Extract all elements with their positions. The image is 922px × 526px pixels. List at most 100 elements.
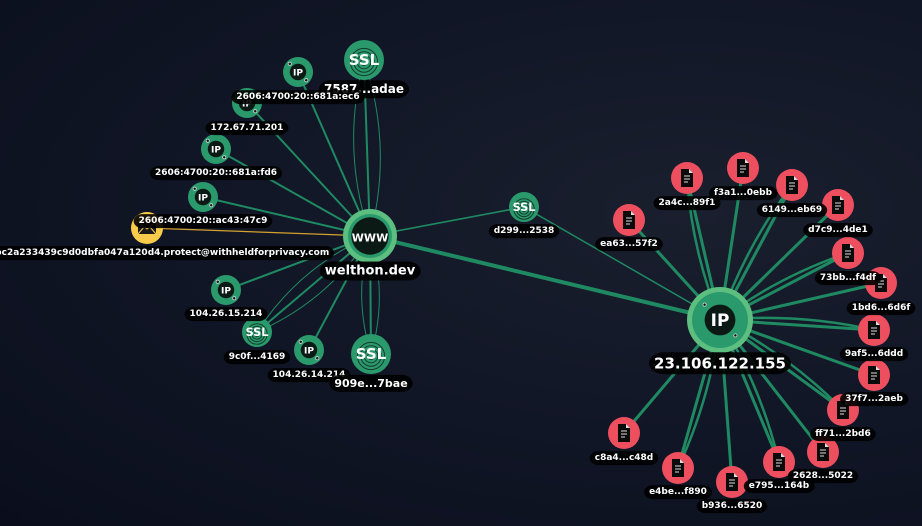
node-file[interactable] [807, 436, 839, 468]
node-label: welthon.dev [319, 261, 421, 281]
node-glyph: IP [221, 286, 231, 296]
node-label-text: f3a1...0ebb [714, 188, 773, 198]
node-label-text: 37f7...2aeb [845, 394, 903, 404]
ip-icon: IP [215, 279, 237, 301]
node-ssl[interactable]: SSL [509, 192, 539, 222]
node-ssl[interactable]: SSL [351, 334, 391, 374]
ip-icon: IP [192, 186, 214, 208]
node-label-text: ea63...57f2 [600, 239, 658, 249]
node-label-bg [696, 499, 768, 514]
node-circle[interactable] [242, 317, 272, 347]
node-file[interactable] [716, 466, 748, 498]
node-file[interactable] [832, 237, 864, 269]
fingerprint-icon: SSL [356, 341, 387, 371]
node-file[interactable] [858, 314, 890, 346]
node-glyph: IP [304, 346, 314, 356]
node-file[interactable] [613, 204, 645, 236]
file-icon [868, 366, 880, 384]
edge-www-ip3 [215, 148, 371, 237]
node-circle[interactable] [509, 192, 539, 222]
node-label-bg [814, 271, 882, 286]
node-label-text: 1bd6...6d6f [852, 303, 911, 313]
node-label-text: e4be...f890 [649, 487, 707, 497]
node-file[interactable] [763, 446, 795, 478]
node-file[interactable] [671, 162, 703, 194]
file-icon [817, 443, 829, 461]
node-label-bg [846, 301, 916, 316]
node-glyph: IP [711, 310, 730, 330]
node-ip[interactable]: IP [188, 182, 218, 212]
node-label-text: 172.67.71.201 [211, 123, 284, 133]
node-file[interactable] [727, 152, 759, 184]
node-ip[interactable]: IP [211, 275, 241, 305]
node-file[interactable] [776, 169, 808, 201]
node-label-bg [0, 246, 335, 261]
file-icon [842, 244, 854, 262]
node-label-bg [488, 224, 560, 239]
ip-icon: IP [702, 302, 738, 338]
node-file[interactable] [662, 452, 694, 484]
file-icon [832, 196, 844, 214]
node-label: 104.26.15.214 [184, 307, 268, 322]
node-label: 2606:4700:20::681a:ec6 [231, 90, 365, 105]
node-label-bg [756, 203, 828, 218]
node-file[interactable] [858, 359, 890, 391]
node-glyph: SSL [513, 201, 536, 214]
node-ssl[interactable]: SSL [242, 317, 272, 347]
node-label: 909e...7bae [329, 374, 413, 392]
node-label: ff71...2bd6 [810, 427, 876, 442]
node-ip[interactable]: IP [283, 57, 313, 87]
node-domain[interactable]: WWW [343, 209, 397, 263]
node-label-text: 2606:4700:20::681a:ec6 [236, 92, 359, 102]
node-label-bg [184, 307, 268, 322]
file-icon [786, 176, 798, 194]
node-label: 23.106.122.155 [649, 352, 791, 375]
node-label: 73bb...f4df [814, 271, 882, 286]
file-icon [773, 453, 785, 471]
file-icon [623, 211, 635, 229]
node-label: 172.67.71.201 [205, 121, 289, 136]
node-label-text: 2a4c...89f1 [659, 198, 716, 208]
node-label: e795...164b [743, 479, 815, 494]
fingerprint-icon: SSL [349, 47, 380, 77]
node-circle[interactable] [351, 334, 391, 374]
node-label: d299...2538 [488, 224, 560, 239]
node-file[interactable] [822, 189, 854, 221]
node-label-text: b936...6520 [702, 501, 763, 511]
node-label-bg [649, 352, 791, 375]
node-circle[interactable] [344, 40, 384, 80]
node-glyph: IP [211, 145, 221, 155]
node-label-bg [223, 350, 291, 365]
node-label-text: 9af5...6ddd [845, 349, 903, 359]
node-label-text: 6149...eb69 [762, 205, 822, 215]
node-label-bg [149, 166, 283, 181]
file-icon [672, 459, 684, 477]
node-label-text: 23.106.122.155 [654, 354, 786, 372]
node-ssl[interactable]: SSL [344, 40, 384, 80]
node-label-bg [329, 374, 413, 392]
node-label-bg [133, 214, 273, 229]
node-label: 2606:4700:20::ac43:47c9 [133, 214, 273, 229]
node-ip[interactable]: IP [201, 134, 231, 164]
node-label-bg [810, 427, 876, 442]
node-label-text: 85c59bc2a233439c9d0dbfa047a120d4.protect… [0, 248, 329, 258]
node-label-text: welthon.dev [325, 264, 416, 279]
node-label-bg [589, 451, 659, 466]
node-label-bg [231, 90, 365, 105]
node-label: 9c0f...4169 [223, 350, 291, 365]
node-label-text: ff71...2bd6 [815, 429, 870, 439]
node-ip[interactable]: IP [294, 335, 324, 365]
edge-www-ip4 [202, 196, 371, 237]
node-glyph: IP [198, 193, 208, 203]
node-label-text: 9c0f...4169 [229, 352, 286, 362]
node-glyph: WWW [352, 232, 388, 245]
node-ip[interactable]: IP [687, 287, 753, 353]
node-label-text: 909e...7bae [334, 377, 407, 390]
node-file[interactable] [608, 417, 640, 449]
node-label-bg [319, 261, 421, 281]
node-label: ea63...57f2 [595, 237, 663, 252]
ip-icon: IP [298, 339, 320, 361]
node-label-text: d299...2538 [494, 226, 555, 236]
